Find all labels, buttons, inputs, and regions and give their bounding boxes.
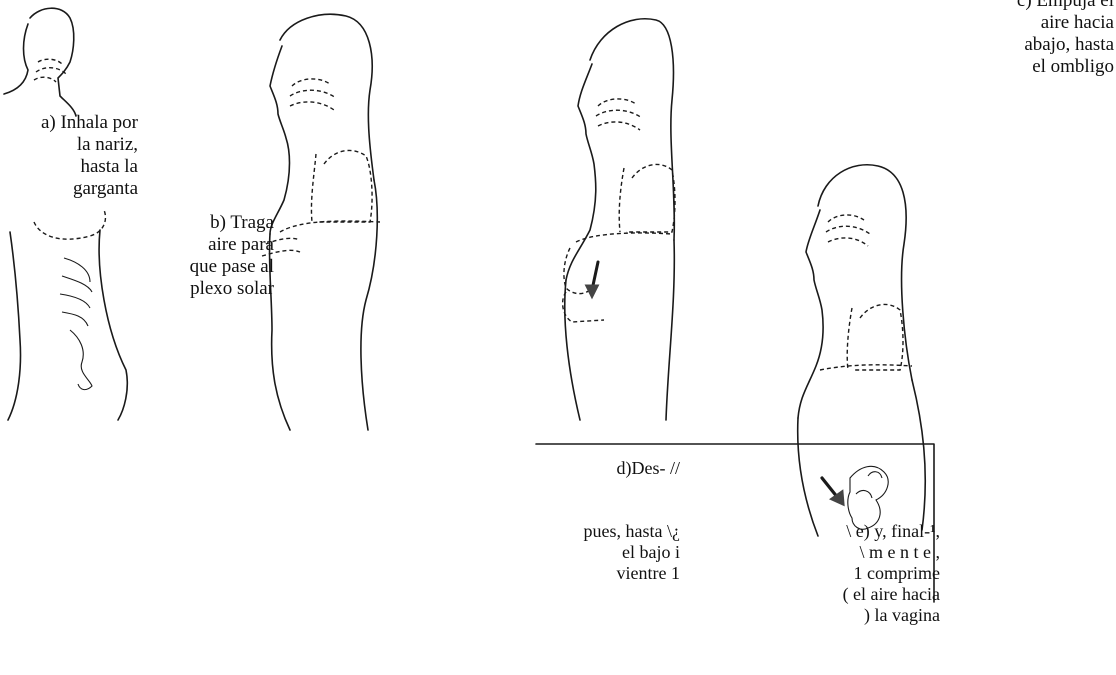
step-b-line-1: b) Traga	[140, 212, 274, 234]
step-d-label: d)Des- // pues, hasta \¿ el bajo i vient…	[548, 458, 680, 584]
step-c-line-2: aire hacia	[960, 12, 1114, 34]
step-c-line-3: abajo, hasta	[960, 34, 1114, 56]
step-c-label: c) Empuja el aire hacia abajo, hasta el …	[960, 0, 1114, 78]
step-a-line-2: la nariz,	[0, 134, 138, 156]
step-b-label: b) Traga aire para que pase al plexo sol…	[140, 212, 274, 300]
step-b-line-2: aire para	[140, 234, 274, 256]
figure-a	[4, 8, 127, 420]
step-a-label: a) Inhala por la nariz, hasta la gargant…	[0, 112, 138, 200]
figure-b	[262, 14, 380, 430]
step-d-line-4: pues, hasta \¿	[548, 521, 680, 542]
step-a-line-3: hasta la	[0, 156, 138, 178]
step-d-line-6: vientre 1	[548, 563, 680, 584]
step-d-line-5: el bajo i	[548, 542, 680, 563]
figure-c	[563, 19, 675, 420]
step-b-line-3: que pase al	[140, 256, 274, 278]
step-d-line-2	[548, 479, 680, 500]
step-e-label: \ e) y, final-¹, \ m e n t e , 1 comprim…	[730, 521, 940, 626]
step-b-line-4: plexo solar	[140, 278, 274, 300]
step-e-line-5: ) la vagina	[730, 605, 940, 626]
step-e-line-2: \ m e n t e ,	[730, 542, 940, 563]
step-c-line-1: c) Empuja el	[960, 0, 1114, 12]
step-d-line-3	[548, 500, 680, 521]
step-d-line-1: d)Des- //	[548, 458, 680, 479]
figure-de	[798, 165, 926, 536]
step-c-line-4: el ombligo	[960, 56, 1114, 78]
step-e-line-3: 1 comprime	[730, 563, 940, 584]
step-e-line-1: \ e) y, final-¹,	[730, 521, 940, 542]
step-e-line-4: ( el aire hacia	[730, 584, 940, 605]
step-a-line-1: a) Inhala por	[0, 112, 138, 134]
step-a-line-4: garganta	[0, 178, 138, 200]
